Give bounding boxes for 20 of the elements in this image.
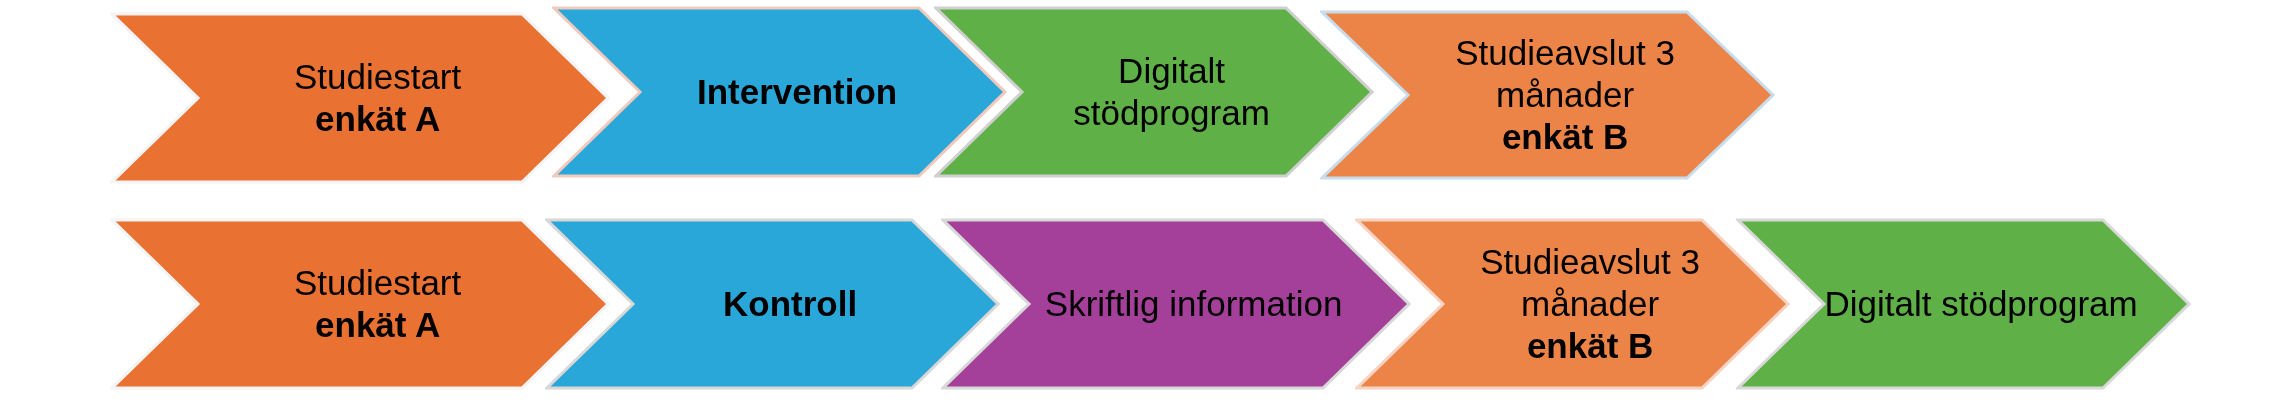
step-label: enkät B xyxy=(1501,116,1629,158)
step-label: enkät A xyxy=(315,98,441,140)
chevron-step xyxy=(941,218,1411,390)
chevron-step xyxy=(552,6,1007,178)
chevron-step xyxy=(545,218,1000,390)
chevron-step xyxy=(110,12,610,184)
step-label: Digitalt stödprogram xyxy=(1072,50,1271,134)
step-label: Skriftlig information xyxy=(1044,283,1343,325)
step-label: Studiestart xyxy=(293,56,462,98)
chevron-step xyxy=(1355,218,1790,390)
step-label: Studiestart xyxy=(293,262,462,304)
step-label: enkät B xyxy=(1526,325,1654,367)
chevron-step xyxy=(934,6,1374,178)
chevron-step xyxy=(1320,10,1775,180)
step-label: Kontroll xyxy=(723,283,858,325)
chevron-step xyxy=(110,218,610,390)
step-label: enkät A xyxy=(315,304,441,346)
step-label: Intervention xyxy=(696,71,898,113)
chevron-step xyxy=(1736,218,2191,390)
step-label: Digitalt stödprogram xyxy=(1824,283,2138,325)
